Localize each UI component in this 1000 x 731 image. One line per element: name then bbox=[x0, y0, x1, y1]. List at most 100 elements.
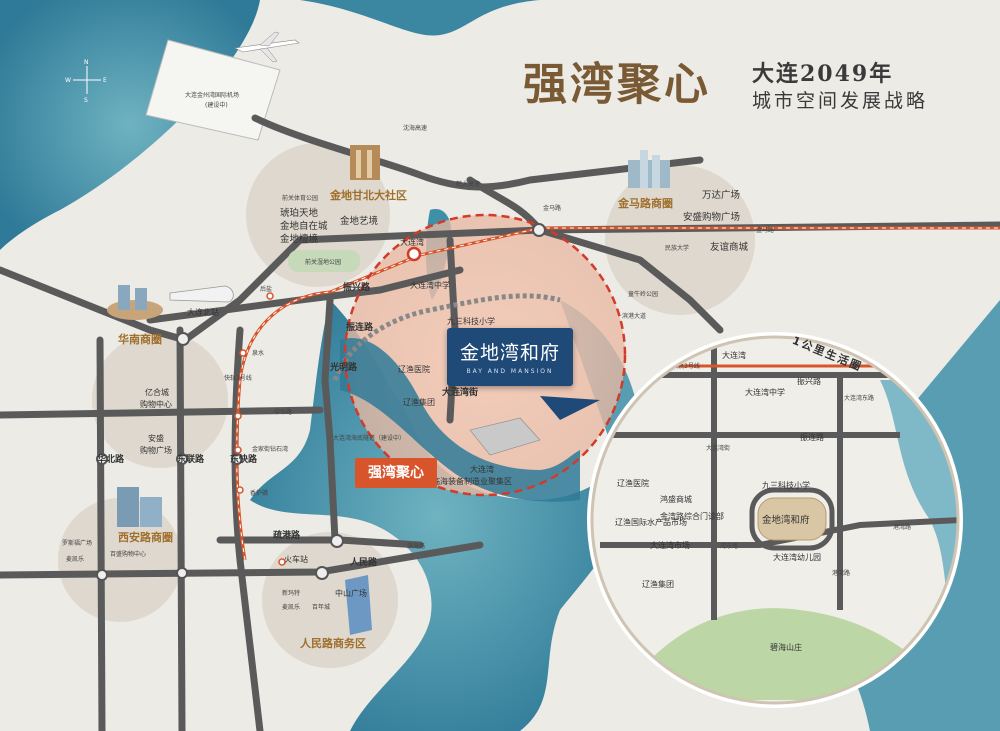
poi-jinma-4: 童牛岭公园 bbox=[628, 290, 658, 298]
road-label-renmin: 人民路 bbox=[349, 556, 378, 568]
station-zuanshi: 钻石湾 bbox=[270, 445, 288, 453]
airplane-icon bbox=[233, 31, 300, 63]
building-xian bbox=[117, 487, 162, 527]
poi-center-5: 临海装备制造业聚集区 bbox=[432, 476, 512, 486]
road-north-expressway bbox=[251, 114, 704, 191]
inset-poi-4: 金湾路综合门诊部 bbox=[660, 511, 724, 521]
metro-line-3 bbox=[235, 226, 1000, 561]
road-label-zhonghua: 中华路 bbox=[274, 408, 292, 416]
poi-west-0: 亿合城 bbox=[145, 387, 169, 397]
inset-metro-label: 快轨3号线 bbox=[672, 362, 700, 370]
poi-ganbei-1: 琥珀天地 bbox=[280, 207, 319, 219]
poi-ganbei-0: 前关体育公园 bbox=[282, 194, 318, 202]
poi-jinma-1: 安盛购物广场 bbox=[683, 211, 740, 223]
inset-road-7: 港湾路 bbox=[832, 569, 850, 577]
poi-center-1: 九三科技小学 bbox=[447, 316, 495, 326]
park-label: 前关湿地公园 bbox=[305, 258, 341, 266]
road-label-jinma-east: 金马路 bbox=[756, 226, 774, 234]
station-node bbox=[176, 453, 188, 465]
station-node bbox=[239, 349, 247, 357]
road-label-metro3: 快轨3号线 bbox=[224, 374, 252, 382]
poi-west-1: 购物中心 bbox=[140, 399, 172, 409]
inset-project-box bbox=[749, 487, 835, 551]
inset-poi-0: 大连湾中学 bbox=[745, 387, 785, 397]
sea-north bbox=[300, 0, 540, 36]
tunnel-line bbox=[332, 293, 561, 381]
station-jinjia: 金家街 bbox=[252, 445, 270, 453]
airport-label-1: 大连金州湾国际机场 bbox=[185, 91, 239, 99]
road-guangming bbox=[321, 296, 339, 544]
building-huanan bbox=[107, 285, 163, 320]
station-quanshui: 泉水 bbox=[252, 349, 264, 357]
road-label-east-expressway: 鹤大高速 bbox=[456, 180, 480, 188]
poi-west-4: 罗斯福广场 bbox=[62, 539, 92, 547]
building-renmin bbox=[345, 575, 372, 635]
district-ganbei: 金地甘北大社区 bbox=[329, 188, 407, 202]
district-xian: 西安路商圈 bbox=[118, 530, 173, 544]
inset-road-3: 大连湾街 bbox=[706, 444, 730, 452]
title-sub1: 大连2049年 bbox=[752, 61, 894, 87]
district-jinma: 金马路商圈 bbox=[617, 196, 673, 210]
district-xian-circle bbox=[58, 498, 182, 622]
project-badge[interactable]: 金地湾和府 BAY AND MANSION bbox=[447, 328, 573, 386]
road-label-dongkuai: 东快路 bbox=[230, 453, 258, 465]
station-node bbox=[266, 292, 274, 300]
inset-poi-7: 大连湾幼儿园 bbox=[773, 552, 821, 562]
road-label-guangming: 光明路 bbox=[329, 361, 358, 373]
road-label-zhenlian: 振连路 bbox=[346, 321, 374, 333]
station-node bbox=[278, 558, 286, 566]
road-label-zhenxing: 振兴路 bbox=[343, 281, 371, 293]
station-node bbox=[176, 332, 190, 346]
road-label-north-expressway: 沈海高速 bbox=[403, 124, 427, 132]
station-node bbox=[176, 567, 188, 579]
inset-road-5: 港湾路 bbox=[893, 523, 911, 531]
poi-ganbei-3: 金地檀境 bbox=[280, 233, 319, 245]
inset-ring bbox=[590, 335, 960, 705]
road-zhonghua bbox=[0, 406, 324, 419]
poi-renmin-1: 新玛特 bbox=[282, 589, 300, 597]
road-label-huabei: 华北路 bbox=[97, 453, 125, 465]
poi-west-3: 购物广场 bbox=[140, 445, 172, 455]
inset-project-label: 金地湾和府 bbox=[762, 514, 810, 526]
poi-west-6: 百盛购物中心 bbox=[110, 550, 146, 558]
project-name-en: BAY AND MANSION bbox=[466, 368, 554, 375]
station-node bbox=[96, 569, 108, 581]
building-industrial bbox=[469, 417, 541, 456]
station-xianglu: 香炉礁 bbox=[250, 489, 268, 497]
wetland-park bbox=[288, 250, 360, 272]
poi-west-5: 麦凯乐 bbox=[66, 555, 84, 563]
district-renmin: 人民路商务区 bbox=[300, 636, 366, 650]
compass-n: N bbox=[84, 59, 89, 66]
poi-renmin-3: 百年城 bbox=[312, 603, 330, 611]
poi-center-4: 大连湾 bbox=[400, 237, 424, 247]
project-name-cn: 金地湾和府 bbox=[459, 342, 560, 364]
inset-road-4: 大连湾东路 bbox=[844, 394, 874, 402]
inset-poi-8: 辽渔集团 bbox=[642, 579, 674, 589]
district-huanan: 华南商圈 bbox=[118, 332, 162, 346]
center-bay-water bbox=[340, 338, 580, 502]
station-node bbox=[406, 246, 422, 262]
station-dalianbei: 大连北站 bbox=[187, 307, 219, 317]
station-houyan: 后盐 bbox=[260, 285, 272, 293]
compass-e: E bbox=[103, 77, 107, 84]
road-label-bingang: 滨港大道 bbox=[622, 312, 646, 320]
district-jinma-circle bbox=[605, 165, 755, 315]
poi-renmin-0: 中山广场 bbox=[335, 588, 367, 598]
poi-west-2: 安盛 bbox=[148, 433, 164, 443]
station-huoche: 火车站 bbox=[284, 554, 308, 564]
airport-island bbox=[145, 39, 281, 141]
one-km-ring bbox=[343, 213, 627, 497]
station-node bbox=[234, 412, 242, 420]
inset-road-1: 振兴路 bbox=[797, 376, 821, 386]
poi-center-2: 辽渔医院 bbox=[398, 364, 430, 374]
station-node bbox=[330, 534, 344, 548]
inset-poi-5: 辽渔国际水产品市场 bbox=[615, 517, 687, 527]
compass-icon: N S E W bbox=[65, 59, 107, 104]
road-nw-diagonal bbox=[0, 266, 189, 344]
road-east-expressway bbox=[466, 176, 724, 334]
station-nodes bbox=[96, 223, 546, 581]
highlight-tag: 强湾聚心 bbox=[355, 458, 437, 488]
poi-center-3: 辽渔集团 bbox=[403, 397, 435, 407]
station-node bbox=[532, 223, 546, 237]
